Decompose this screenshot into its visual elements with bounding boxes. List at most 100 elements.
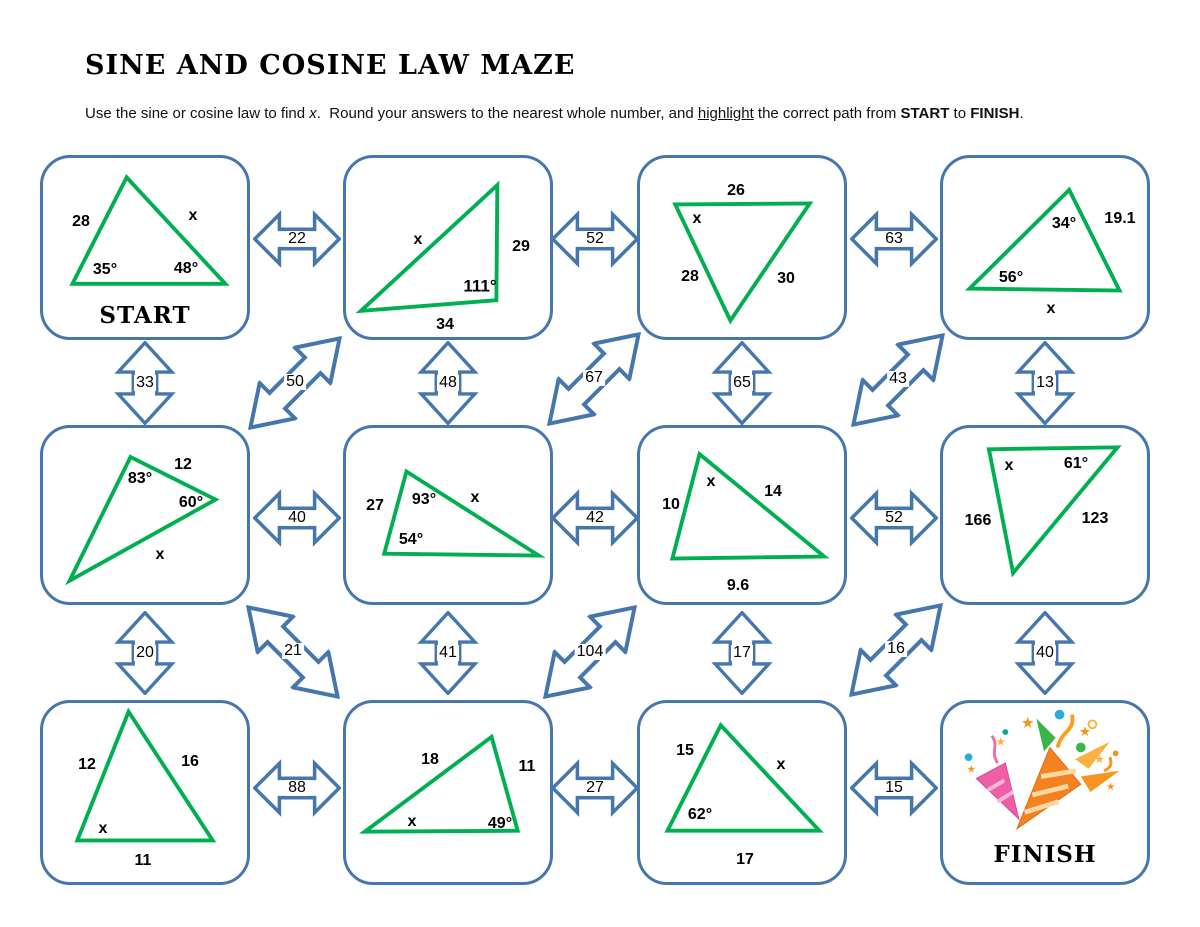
arrow-horizontal: 27	[551, 756, 639, 820]
maze-cell: x 29 111° 34	[343, 155, 553, 340]
arrow-value: 48	[437, 374, 459, 391]
arrow-value: 65	[731, 374, 753, 391]
triangle-label: 35°	[92, 261, 118, 278]
triangle-label: 49°	[487, 815, 513, 832]
triangle	[358, 733, 521, 834]
triangle-label: 60°	[178, 494, 204, 511]
instruction-fragment: the correct path from	[753, 105, 901, 122]
svg-text:★: ★	[1021, 715, 1035, 732]
triangle	[74, 707, 217, 843]
svg-text:★: ★	[1106, 781, 1116, 793]
arrow-horizontal: 42	[551, 486, 639, 550]
triangle-label: 93°	[411, 491, 437, 508]
instruction-fragment: .	[1019, 105, 1024, 122]
instruction-start-word: START	[900, 105, 950, 122]
arrow-value: 42	[584, 509, 606, 526]
party-popper-icon: ★ ★ ★ ★ ★ ★	[964, 709, 1120, 831]
triangle-label: 30	[777, 270, 795, 287]
triangle	[69, 174, 230, 286]
triangle-label: x	[776, 756, 786, 773]
arrow-vertical: 48	[412, 341, 484, 425]
maze-cell: 34° 19.1 56° x	[940, 155, 1150, 340]
triangle-label: 27	[366, 497, 384, 514]
arrow-value: 50	[284, 373, 306, 390]
triangle-label: 11	[134, 852, 152, 869]
triangle-label: 62°	[687, 806, 713, 823]
triangle-label: 9.6	[726, 577, 750, 594]
arrow-vertical: 13	[1009, 341, 1081, 425]
arrow-value: 13	[1034, 374, 1056, 391]
maze-cell: x 61° 166 123	[940, 425, 1150, 605]
maze-cell: 12 16 x 11	[40, 700, 250, 885]
triangle-label: x	[98, 820, 108, 837]
triangle-label: 12	[78, 756, 96, 773]
triangle-label: x	[1046, 300, 1056, 317]
arrow-value: 40	[1034, 644, 1056, 661]
triangle-label: 19.1	[1104, 210, 1136, 227]
arrow-value: 52	[584, 230, 606, 247]
triangle	[381, 468, 546, 558]
svg-text:★: ★	[967, 764, 977, 776]
instruction-variable-x: x	[309, 105, 317, 122]
arrow-horizontal: 22	[253, 207, 341, 271]
triangle-label: 83°	[127, 470, 153, 487]
arrow-horizontal: 52	[850, 486, 938, 550]
triangle-label: x	[188, 207, 198, 224]
arrow-value: 41	[437, 644, 459, 661]
arrow-value: 33	[134, 374, 156, 391]
arrow-value: 22	[286, 230, 308, 247]
arrow-value: 40	[286, 509, 308, 526]
arrow-vertical: 65	[706, 341, 778, 425]
triangle	[672, 201, 814, 325]
arrow-value: 16	[885, 640, 907, 657]
triangle	[355, 180, 500, 314]
triangle-label: 29	[512, 238, 530, 255]
triangle-label: 26	[727, 182, 745, 199]
triangle-label: 16	[181, 753, 199, 770]
arrow-vertical: 41	[412, 611, 484, 695]
triangle-label: x	[1004, 457, 1014, 474]
arrow-value: 20	[134, 644, 156, 661]
triangle	[986, 445, 1122, 578]
finish-caption: FINISH	[993, 841, 1097, 868]
svg-text:★: ★	[996, 736, 1006, 749]
triangle-label: 15	[676, 742, 694, 759]
triangle-label: x	[692, 210, 702, 227]
triangle-label: x	[470, 489, 480, 506]
triangle-label: 10	[662, 496, 680, 513]
arrow-value: 27	[584, 779, 606, 796]
triangle-label: 123	[1081, 510, 1109, 527]
triangle-label: 11	[518, 758, 536, 775]
triangle-label: 166	[964, 512, 992, 529]
triangle	[964, 186, 1123, 293]
maze-cell-finish: ★ ★ ★ ★ ★ ★ FINISH	[940, 700, 1150, 885]
triangle-label: 54°	[398, 531, 424, 548]
arrow-horizontal: 40	[253, 486, 341, 550]
triangle-label: 61°	[1063, 455, 1089, 472]
instruction-fragment: Use the sine or cosine law to find	[85, 105, 310, 122]
instruction-highlight-word: highlight	[697, 105, 754, 122]
page-title: SINE AND COSINE LAW MAZE	[85, 50, 576, 81]
arrow-value: 67	[583, 369, 605, 386]
instruction-fragment: to	[949, 105, 971, 122]
triangle-label: 17	[736, 851, 754, 868]
instructions-text: Use the sine or cosine law to find x. Ro…	[85, 105, 1024, 122]
maze-cell: 18 11 x 49°	[343, 700, 553, 885]
triangle-label: 12	[174, 456, 192, 473]
triangle-label: x	[155, 546, 165, 563]
triangle-label: 28	[681, 268, 699, 285]
triangle-label: 18	[421, 751, 439, 768]
triangle-label: 111°	[463, 276, 497, 296]
arrow-horizontal: 15	[850, 756, 938, 820]
triangle-label: 34°	[1051, 215, 1077, 232]
arrow-value: 104	[574, 643, 606, 660]
arrow-value: 21	[282, 642, 304, 659]
start-caption: START	[99, 302, 191, 329]
arrow-horizontal: 52	[551, 207, 639, 271]
triangle-label: 28	[72, 213, 90, 230]
arrow-horizontal: 88	[253, 756, 341, 820]
arrow-vertical: 17	[706, 611, 778, 695]
arrow-vertical: 33	[109, 341, 181, 425]
triangle-label: x	[413, 231, 423, 248]
